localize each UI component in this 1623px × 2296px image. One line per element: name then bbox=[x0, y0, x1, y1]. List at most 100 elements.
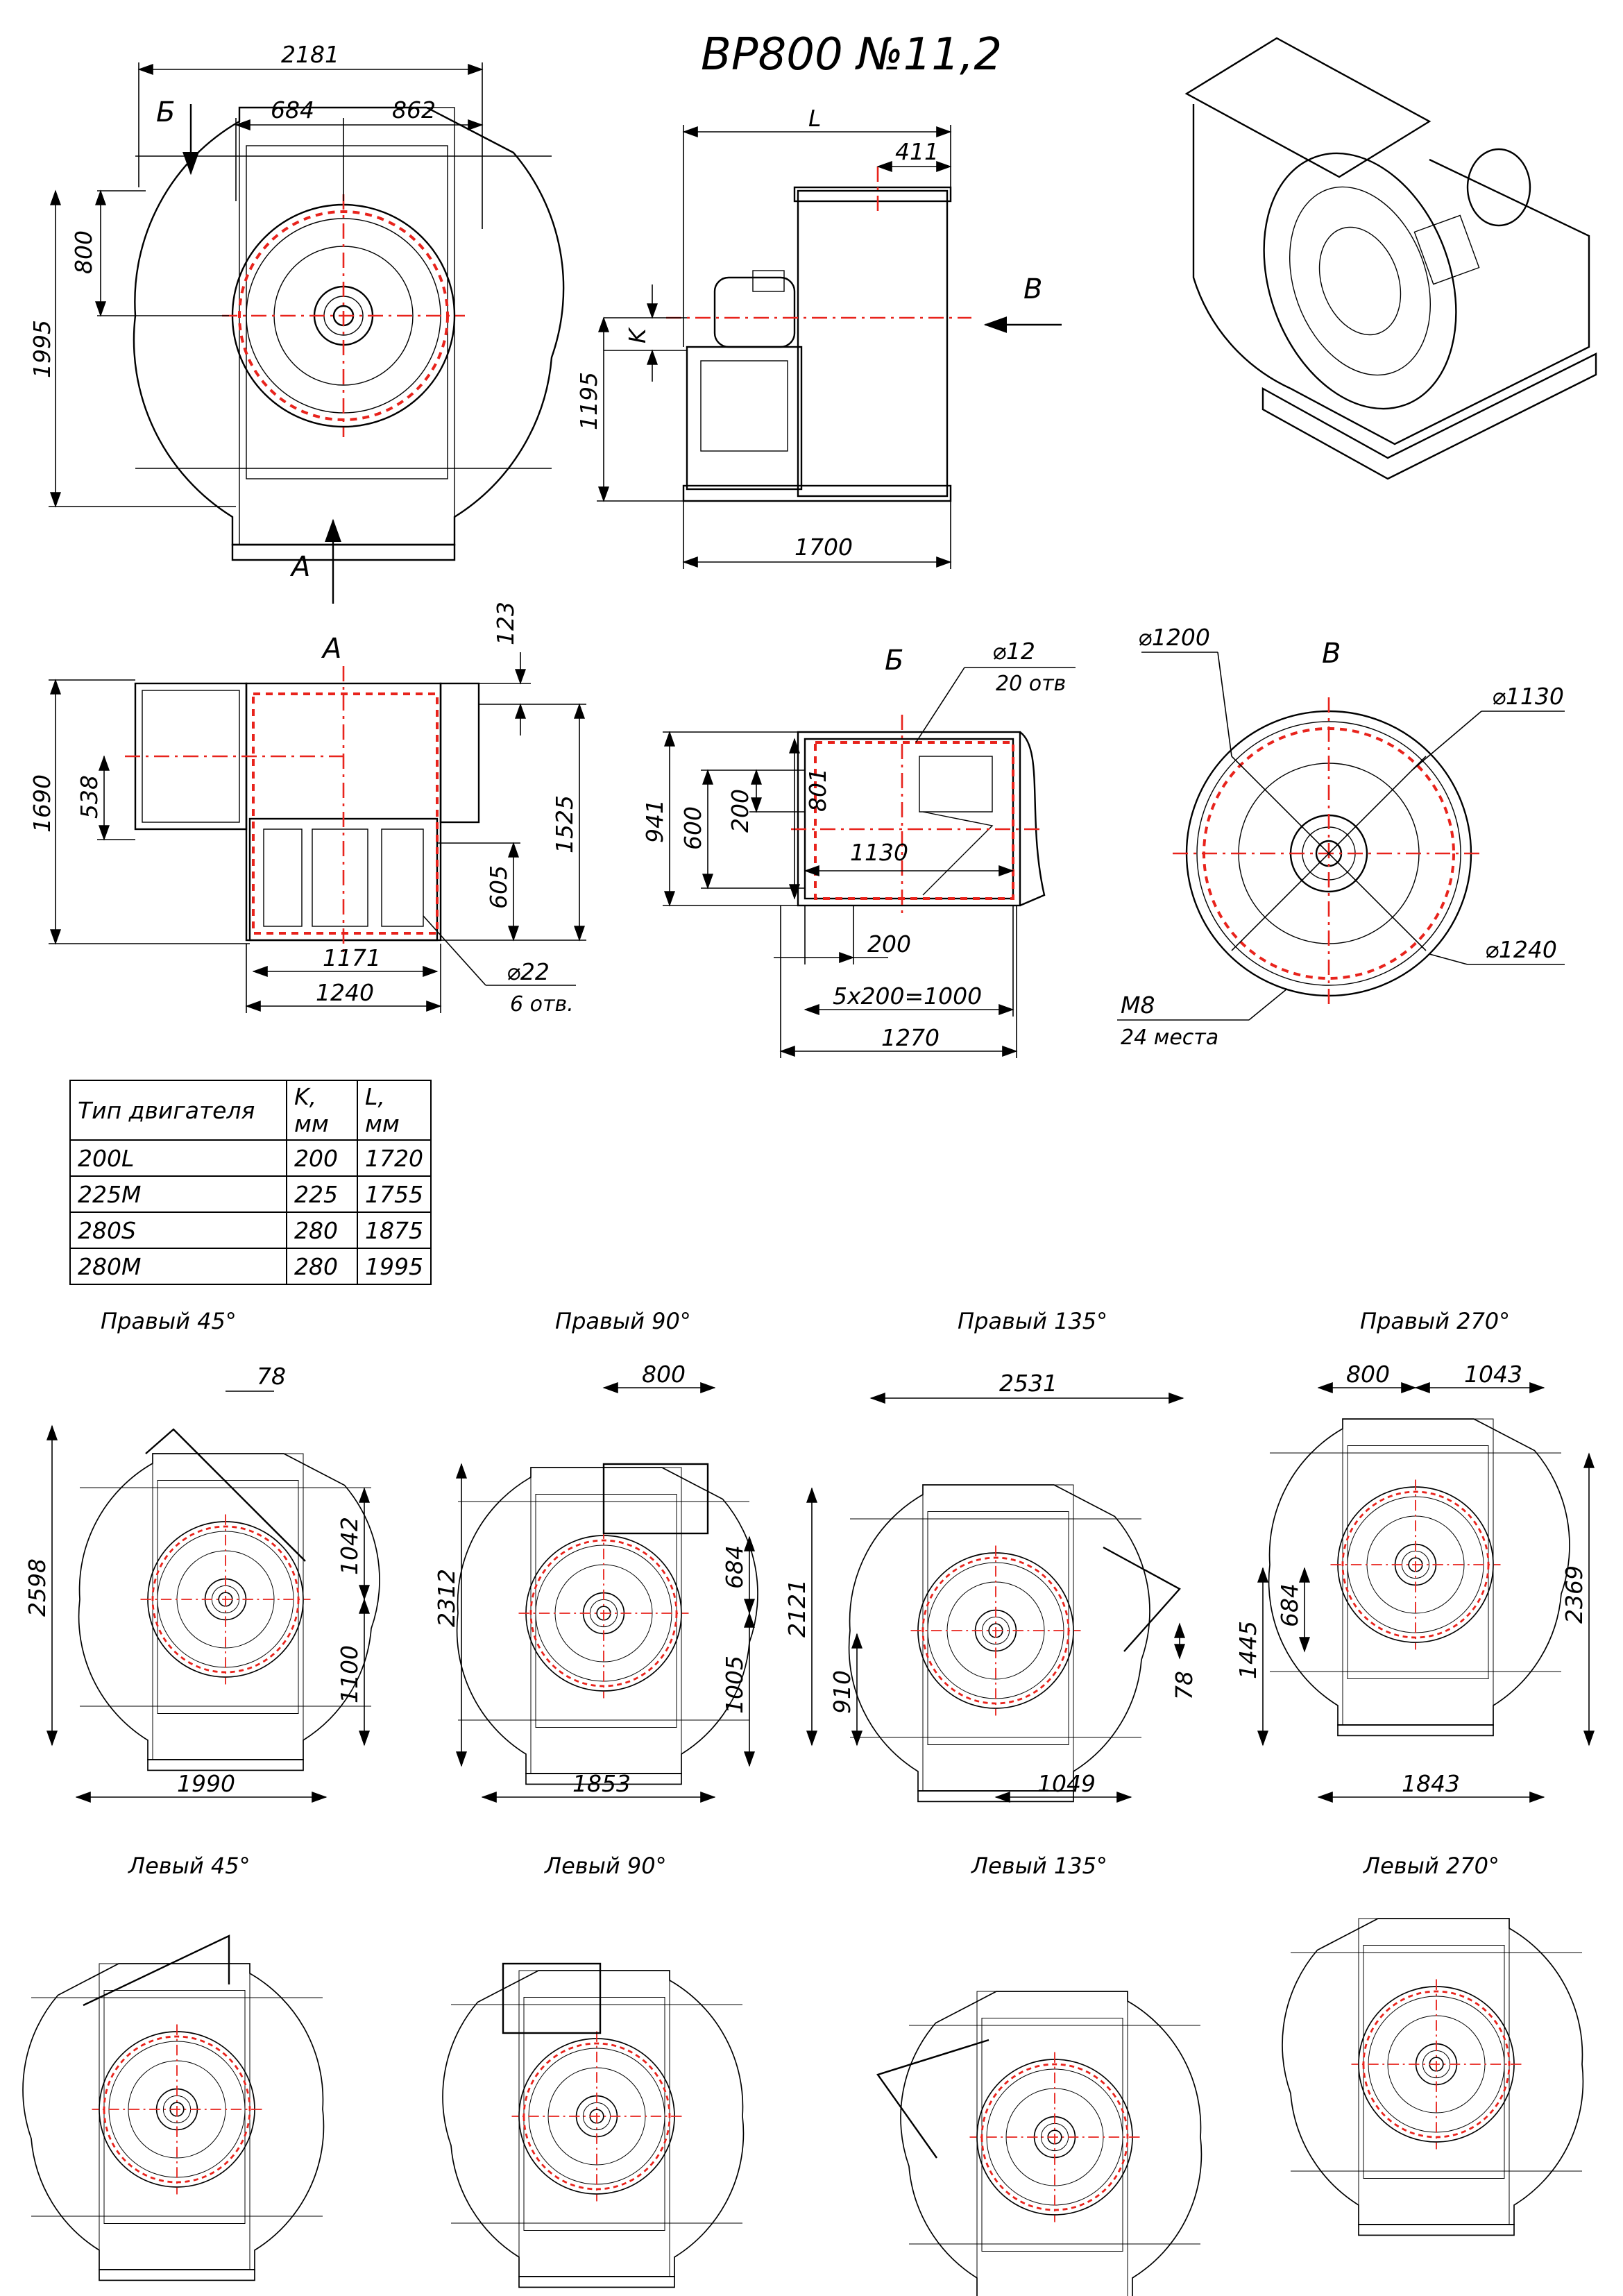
dim-862: 862 bbox=[392, 96, 436, 124]
dim-2181: 2181 bbox=[281, 41, 339, 68]
r90-dim-1853: 1853 bbox=[572, 1770, 631, 1797]
r90-dim-800: 800 bbox=[642, 1361, 686, 1388]
motor-table-header: Тип двигателя K, мм L, мм bbox=[69, 1080, 432, 1141]
r135-dim-2531: 2531 bbox=[999, 1370, 1057, 1397]
right-270-label: Правый 270° bbox=[1360, 1308, 1510, 1334]
r270-dim-1843: 1843 bbox=[1402, 1770, 1460, 1797]
cell-l: 1755 bbox=[357, 1175, 432, 1213]
label-v-arrow: В bbox=[1023, 273, 1042, 305]
dia-1200: ⌀1200 bbox=[1138, 624, 1210, 651]
cell-k: 225 bbox=[286, 1175, 358, 1213]
dia-1240: ⌀1240 bbox=[1485, 936, 1557, 963]
cell-type: 280S bbox=[69, 1211, 287, 1249]
view-a-label: А bbox=[321, 633, 341, 665]
header-k: K, мм bbox=[286, 1080, 358, 1141]
dim-1690: 1690 bbox=[28, 774, 56, 833]
cell-l: 1995 bbox=[357, 1248, 432, 1285]
right-135-label: Правый 135° bbox=[958, 1308, 1107, 1334]
dim-123: 123 bbox=[492, 602, 519, 645]
dim-1195: 1195 bbox=[575, 372, 602, 430]
dim-1995: 1995 bbox=[28, 320, 56, 378]
table-row: 225M 225 1755 bbox=[69, 1175, 432, 1213]
table-row: 280M 280 1995 bbox=[69, 1248, 432, 1285]
dia-1130: ⌀1130 bbox=[1492, 683, 1564, 710]
left-views: Левый 45° Левый 90° Левый 135° Левый 270… bbox=[22, 1853, 1584, 2296]
r270-dim-1043: 1043 bbox=[1464, 1361, 1522, 1388]
r135-dim-78: 78 bbox=[1171, 1671, 1198, 1700]
dim-5x200: 5x200=1000 bbox=[833, 983, 982, 1010]
r45-dim-2598: 2598 bbox=[24, 1558, 51, 1617]
dim-1130: 1130 bbox=[850, 839, 908, 866]
dim-l: L bbox=[808, 105, 821, 132]
view-b: Б 941 600 200 801 1130 200 5x200=1000 bbox=[641, 638, 1076, 1058]
label-b-arrow: Б bbox=[156, 96, 175, 128]
view-b-label: Б bbox=[885, 645, 903, 677]
left-270-label: Левый 270° bbox=[1363, 1853, 1499, 1879]
left-90-label: Левый 90° bbox=[544, 1853, 667, 1879]
dim-1525: 1525 bbox=[551, 795, 578, 853]
dim-605: 605 bbox=[485, 865, 512, 909]
r45-dim-78: 78 bbox=[257, 1363, 286, 1390]
r45-dim-1100: 1100 bbox=[336, 1645, 363, 1703]
hole-12: ⌀12 bbox=[992, 638, 1035, 665]
right-45-label: Правый 45° bbox=[101, 1308, 237, 1334]
cell-type: 280M bbox=[69, 1248, 287, 1285]
table-row: 200L 200 1720 bbox=[69, 1139, 432, 1177]
left-135-label: Левый 135° bbox=[971, 1853, 1107, 1879]
header-l: L, мм bbox=[357, 1080, 432, 1141]
motor-table: Тип двигателя K, мм L, мм 200L 200 1720 … bbox=[69, 1080, 432, 1285]
view-v: В ⌀1200 ⌀1130 ⌀1240 M8 24 места bbox=[1117, 624, 1565, 1050]
front-view: 2181 684 862 Б 800 1995 А bbox=[28, 41, 566, 604]
cell-type: 200L bbox=[69, 1139, 287, 1177]
dim-684: 684 bbox=[271, 96, 314, 124]
hole-12-count: 20 отв bbox=[996, 672, 1066, 696]
hole-22-count: 6 отв. bbox=[510, 992, 574, 1017]
left-45-label: Левый 45° bbox=[128, 1853, 250, 1879]
header-motor-type: Тип двигателя bbox=[69, 1080, 287, 1141]
r135-dim-2121: 2121 bbox=[783, 1579, 810, 1638]
side-view: L 411 K 1195 1700 В bbox=[575, 105, 1062, 569]
cell-k: 280 bbox=[286, 1211, 358, 1249]
isometric-view bbox=[1184, 37, 1597, 480]
dim-411: 411 bbox=[895, 138, 939, 165]
r45-dim-1990: 1990 bbox=[177, 1770, 235, 1797]
r90-dim-2312: 2312 bbox=[433, 1569, 460, 1627]
dim-941: 941 bbox=[641, 799, 668, 843]
cell-type: 225M bbox=[69, 1175, 287, 1213]
dim-200-vertical: 200 bbox=[726, 789, 754, 833]
dim-538: 538 bbox=[76, 775, 103, 819]
dim-800: 800 bbox=[70, 230, 97, 274]
r270-dim-2369: 2369 bbox=[1561, 1565, 1588, 1624]
dim-1270: 1270 bbox=[881, 1024, 940, 1051]
drawing-title: ВР800 №11,2 bbox=[701, 29, 1002, 80]
bolt-count: 24 места bbox=[1121, 1026, 1218, 1050]
view-v-label: В bbox=[1322, 638, 1341, 670]
cell-l: 1720 bbox=[357, 1139, 432, 1177]
r270-dim-1445: 1445 bbox=[1234, 1621, 1261, 1679]
r45-dim-1042: 1042 bbox=[336, 1517, 363, 1575]
right-views: Правый 45° Правый 90° Правый 135° Правый… bbox=[24, 1308, 1595, 1803]
dim-200-horizontal: 200 bbox=[867, 930, 911, 958]
cell-k: 200 bbox=[286, 1139, 358, 1177]
label-a-arrow: А bbox=[289, 551, 310, 583]
dim-801: 801 bbox=[804, 768, 831, 812]
r90-dim-684: 684 bbox=[721, 1545, 748, 1589]
dim-k: K bbox=[624, 327, 651, 343]
hole-22: ⌀22 bbox=[507, 958, 550, 985]
r135-dim-910: 910 bbox=[829, 1670, 856, 1714]
cell-k: 280 bbox=[286, 1248, 358, 1285]
right-90-label: Правый 90° bbox=[555, 1308, 691, 1334]
cell-l: 1875 bbox=[357, 1211, 432, 1249]
dim-600: 600 bbox=[679, 806, 706, 850]
r90-dim-1005: 1005 bbox=[721, 1656, 748, 1714]
r270-dim-684: 684 bbox=[1276, 1583, 1303, 1627]
table-row: 280S 280 1875 bbox=[69, 1211, 432, 1249]
dim-1700: 1700 bbox=[794, 534, 853, 561]
bolt-m8: M8 bbox=[1121, 992, 1155, 1019]
dim-1240: 1240 bbox=[316, 979, 374, 1006]
dim-1171: 1171 bbox=[323, 944, 381, 971]
view-a: А 1690 538 123 1525 605 1171 124 bbox=[28, 602, 586, 1017]
r135-dim-1049: 1049 bbox=[1037, 1770, 1096, 1797]
r270-dim-800: 800 bbox=[1346, 1361, 1390, 1388]
